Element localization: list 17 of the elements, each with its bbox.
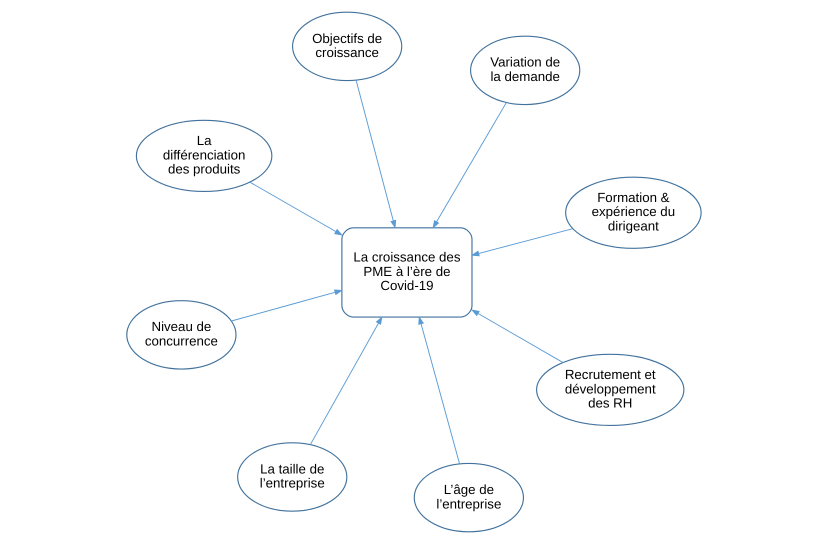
node-ellipse: Niveau de concurrence: [126, 300, 237, 370]
arrow: [470, 309, 564, 363]
node-ellipse: Objectifs de croissance: [292, 12, 402, 82]
node-ellipse: Variation de la demande: [470, 36, 580, 106]
arrow: [310, 316, 383, 446]
node-ellipse: La taille de l’entreprise: [237, 442, 348, 512]
node-ellipse: Recrutement et développement des RH: [536, 354, 684, 426]
node-ellipse: L’âge de l’entreprise: [414, 462, 524, 532]
node-box: La croissance des PME à l’ère de Covid-19: [341, 227, 473, 318]
arrow: [230, 290, 343, 322]
arrow: [356, 80, 396, 229]
arrow: [418, 316, 460, 464]
node-ellipse: La différenciation des produits: [136, 120, 272, 192]
arrow: [470, 228, 574, 256]
arrow: [249, 182, 343, 236]
node-ellipse: Formation & expérience du dirigeant: [565, 176, 702, 249]
arrow: [432, 102, 507, 229]
